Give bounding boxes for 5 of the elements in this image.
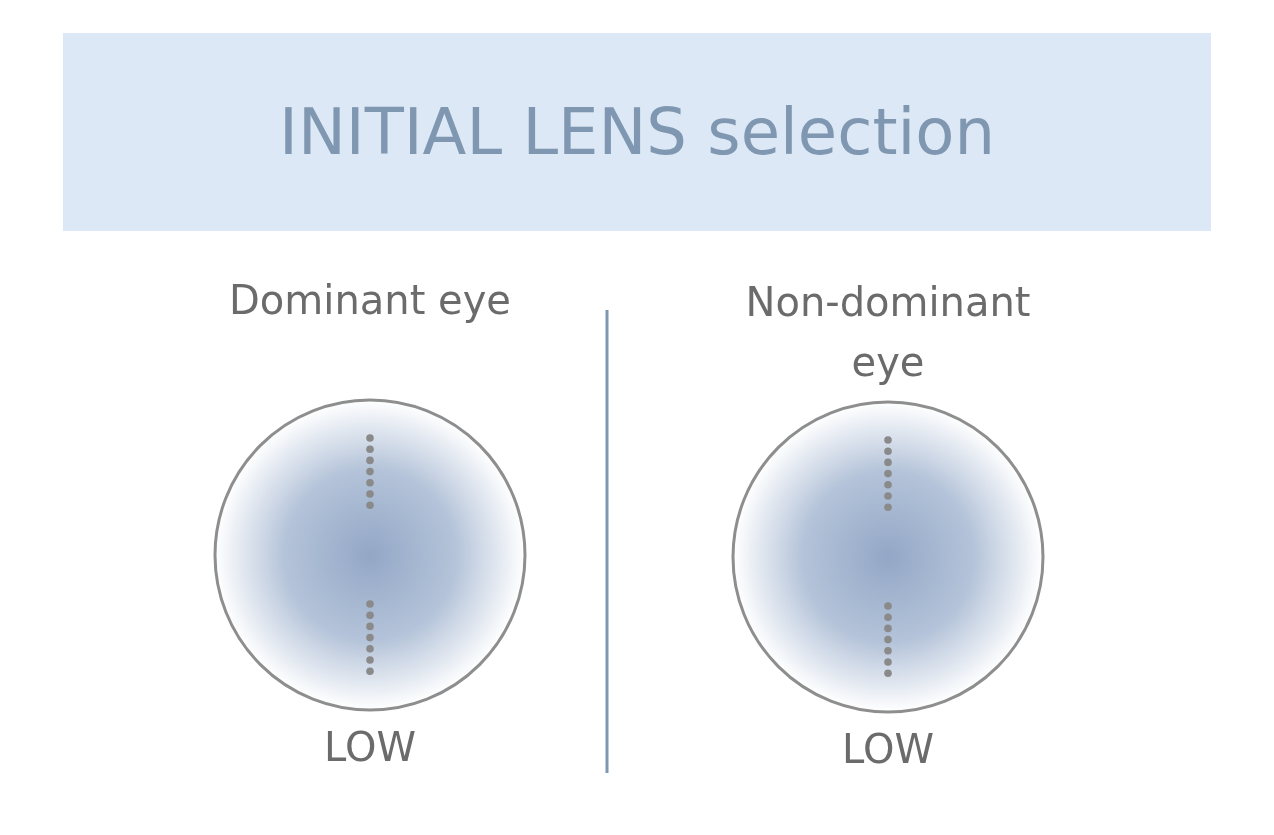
lens-caption: LOW (324, 723, 416, 772)
eye-heading: Non-dominant eye (744, 278, 1032, 387)
title: INITIAL LENS selection (279, 95, 995, 169)
eye-heading: Dominant eye (229, 276, 511, 325)
lens-caption: LOW (842, 725, 934, 774)
